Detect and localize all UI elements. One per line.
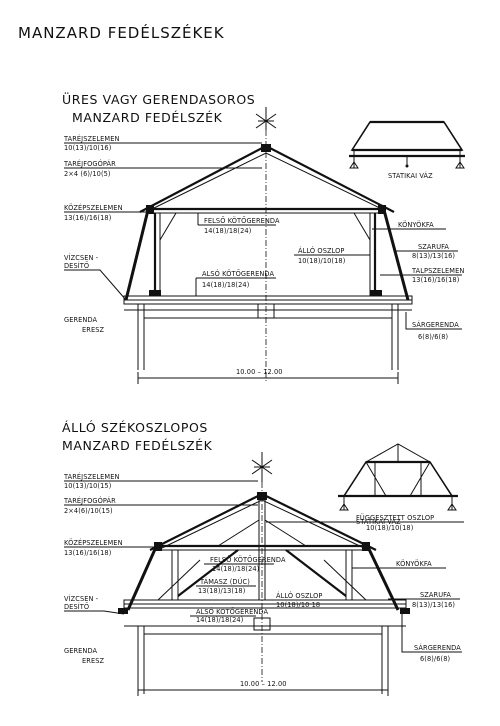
bottom-span-label: 10.00 – 12.00 (240, 680, 287, 688)
top-vane-icon (255, 107, 277, 130)
bottom-dim-also: 14(18)/18(24) (196, 616, 243, 624)
top-label-talp: TALPSZELEMEN (411, 267, 464, 275)
top-dim-sargerenda: 6(8)/6(8) (418, 333, 448, 341)
bottom-label-tamasz: TÁMASZ (DÚC) (199, 577, 250, 586)
bottom-dim-allo: 10(18)/10 18 (276, 601, 320, 609)
bottom-dim-tarejfogopar: 2×4(6)/10(15) (64, 507, 113, 515)
bottom-label-tarejfogopar: TARÉJFOGÓPÁR (63, 496, 116, 505)
bottom-label-fuggesztett: FÜGGESZTETT OSZLOP (356, 513, 434, 522)
bottom-label-tarejszelemen: TARÉJSZELEMEN (63, 472, 120, 481)
top-label-also: ALSÓ KÖTŐGERENDA (202, 269, 274, 278)
top-label-vizcsen2: DESÍTŐ (64, 261, 89, 270)
bottom-label-vizcsen2: DESÍTŐ (64, 602, 89, 611)
top-dim-felso: 14(18)/18(24) (204, 227, 251, 235)
bottom-label-vizcsen: VÍZCSEN - (64, 594, 99, 603)
bottom-label-gerenda: GERENDA (64, 647, 98, 655)
bottom-dim-kozepszelemen: 13(16)/16(18) (64, 549, 111, 557)
bottom-dim-tamasz: 13(18)/13(18) (198, 587, 245, 595)
top-diagram: ÜRES VAGY GERENDASOROS MANZARD FEDÉLSZÉK (62, 91, 465, 384)
top-title-line1: ÜRES VAGY GERENDASOROS (62, 91, 255, 107)
bottom-title-line1: ÁLLÓ SZÉKOSZLOPOS (62, 420, 208, 435)
bottom-label-also: ALSÓ KÖTŐGERENDA (196, 607, 268, 616)
bottom-dim-sargerenda: 6(8)/6(8) (420, 655, 450, 663)
top-dim-kozepszelemen: 13(16)/16(18) (64, 214, 111, 222)
bottom-label-allo: ÁLLÓ OSZLOP (276, 591, 323, 600)
top-dim-talp: 13(16)/16(18) (412, 276, 459, 284)
bottom-label-kozepszelemen: KÖZÉPSZELEMEN (64, 538, 123, 547)
bottom-dim-tarejszelemen: 10(13)/10(15) (64, 482, 111, 490)
top-label-sargerenda: SÁRGERENDA (412, 320, 459, 329)
top-label-kozepszelemen: KÖZÉPSZELEMEN (64, 203, 123, 212)
top-static-label: STATIKAI VÁZ (388, 171, 433, 180)
page-title: MANZARD FEDÉLSZÉKEK (18, 23, 225, 42)
bottom-vane-icon (251, 452, 273, 482)
top-span-dimension: 10.00 – 12.00 (137, 368, 399, 384)
top-label-konyokfa: KÖNYÖKFA (398, 220, 434, 229)
top-title-line2: MANZARD FEDÉLSZÉK (72, 110, 223, 125)
bottom-diagram: ÁLLÓ SZÉKOSZLOPOS MANZARD FEDÉLSZÉK (62, 420, 464, 696)
top-dim-also: 14(18)/18(24) (202, 281, 249, 289)
top-dim-szarufa: 8(13)/13(16) (412, 252, 455, 260)
bottom-label-szarufa: SZARUFA (420, 591, 451, 599)
top-label-allo: ÁLLÓ OSZLOP (298, 246, 345, 255)
bottom-label-sargerenda: SÁRGERENDA (414, 643, 461, 652)
bottom-span-dimension: 10.00 – 12.00 (137, 680, 389, 696)
top-label-vizcsen: VÍZCSEN - (64, 253, 99, 262)
top-label-felso: FELSŐ KÖTŐGERENDA (204, 216, 280, 225)
bottom-label-felso: FELSŐ KÖTŐGERENDA (210, 555, 286, 564)
bottom-dim-felso: 14(18)/18(24) (212, 565, 259, 573)
top-label-gerenda: GERENDA (64, 316, 98, 324)
top-label-tarejszelemen: TARÉJSZELEMEN (63, 134, 120, 143)
top-dim-tarejszelemen: 10(13)/10(16) (64, 144, 111, 152)
top-roof-frame (123, 144, 413, 370)
top-label-tarejfogopar: TARÉJFOGÓPÁR (63, 159, 116, 168)
bottom-label-eresz: ERESZ (82, 657, 104, 665)
bottom-dim-szarufa: 8(13)/13(16) (412, 601, 455, 609)
bottom-title-line2: MANZARD FEDÉLSZÉK (62, 438, 213, 453)
top-span-label: 10.00 – 12.00 (236, 368, 283, 376)
bottom-label-konyokfa: KÖNYÖKFA (396, 559, 432, 568)
top-dim-allo: 10(18)/10(18) (298, 257, 345, 265)
bottom-dim-fuggesztett: 10(18)/10(18) (366, 524, 413, 532)
top-label-szarufa: SZARUFA (418, 243, 449, 251)
top-label-eresz: ERESZ (82, 326, 104, 334)
top-static-scheme: STATIKAI VÁZ (349, 120, 465, 180)
top-dim-tarejfogopar: 2×4 (6)/10(5) (64, 170, 111, 178)
